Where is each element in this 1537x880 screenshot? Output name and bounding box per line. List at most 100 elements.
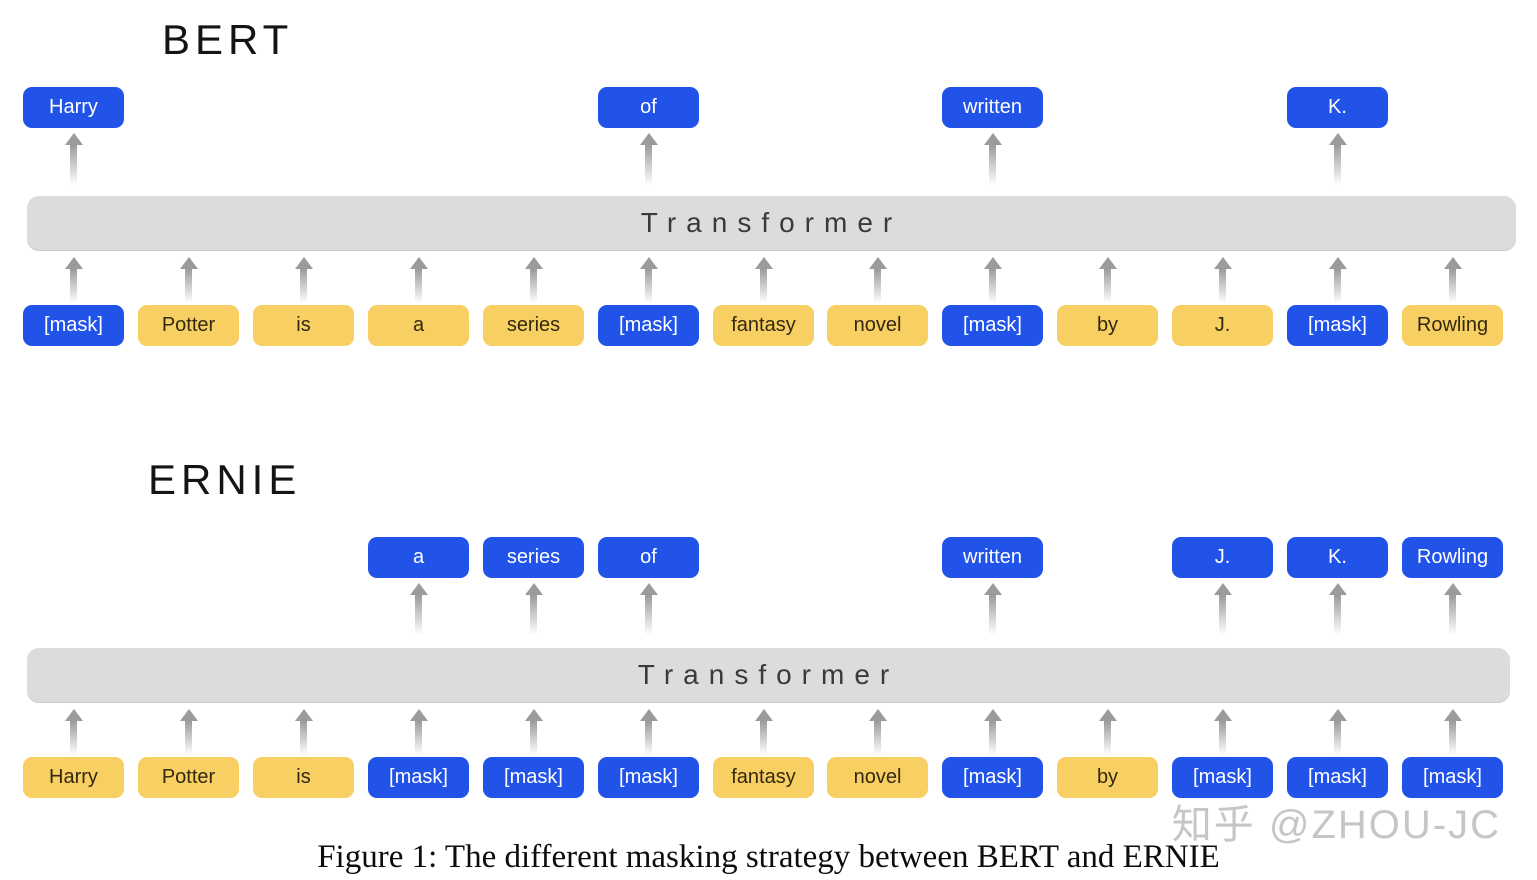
arrow-stem bbox=[70, 145, 77, 185]
arrow-up-icon bbox=[983, 133, 1002, 185]
token-word: J. bbox=[1172, 305, 1273, 346]
arrow-head bbox=[179, 257, 198, 269]
token-predicted: written bbox=[942, 537, 1043, 578]
arrow-up-icon bbox=[179, 257, 198, 303]
token-word: by bbox=[1057, 757, 1158, 798]
arrow-head bbox=[524, 583, 543, 595]
arrow-stem bbox=[530, 595, 537, 635]
arrow-head bbox=[983, 257, 1002, 269]
arrow-stem bbox=[300, 721, 307, 755]
arrow-up-icon bbox=[754, 709, 773, 755]
arrow-up-icon bbox=[409, 709, 428, 755]
arrow-head bbox=[64, 709, 83, 721]
token-word: fantasy bbox=[713, 757, 814, 798]
arrow-stem bbox=[874, 269, 881, 303]
figure-caption: Figure 1: The different masking strategy… bbox=[317, 839, 1220, 875]
arrow-up-icon bbox=[179, 709, 198, 755]
arrow-head bbox=[639, 709, 658, 721]
token-mask: [mask] bbox=[942, 305, 1043, 346]
arrow-head bbox=[524, 257, 543, 269]
arrow-stem bbox=[1104, 721, 1111, 755]
arrow-stem bbox=[1449, 269, 1456, 303]
arrow-up-icon bbox=[64, 133, 83, 185]
arrow-up-icon bbox=[294, 257, 313, 303]
arrow-up-icon bbox=[1098, 709, 1117, 755]
arrow-stem bbox=[1219, 721, 1226, 755]
arrow-head bbox=[64, 257, 83, 269]
arrow-up-icon bbox=[639, 583, 658, 635]
token-word: fantasy bbox=[713, 305, 814, 346]
arrow-head bbox=[409, 583, 428, 595]
arrow-up-icon bbox=[639, 709, 658, 755]
transformer-label: Transformer bbox=[637, 659, 900, 690]
arrow-stem bbox=[645, 269, 652, 303]
bert-title: BERT bbox=[162, 16, 294, 63]
arrow-stem bbox=[530, 269, 537, 303]
arrow-stem bbox=[530, 721, 537, 755]
arrow-head bbox=[1328, 257, 1347, 269]
arrow-head bbox=[1443, 257, 1462, 269]
arrow-stem bbox=[874, 721, 881, 755]
token-word: novel bbox=[827, 757, 928, 798]
arrow-stem bbox=[185, 721, 192, 755]
arrow-stem bbox=[760, 269, 767, 303]
arrow-up-icon bbox=[524, 583, 543, 635]
arrow-stem bbox=[645, 721, 652, 755]
arrow-stem bbox=[1334, 595, 1341, 635]
arrow-up-icon bbox=[1443, 583, 1462, 635]
token-predicted: series bbox=[483, 537, 584, 578]
arrow-head bbox=[983, 709, 1002, 721]
arrow-head bbox=[754, 709, 773, 721]
arrow-stem bbox=[415, 269, 422, 303]
arrow-head bbox=[409, 709, 428, 721]
arrow-up-icon bbox=[1328, 257, 1347, 303]
token-word: novel bbox=[827, 305, 928, 346]
arrow-head bbox=[868, 709, 887, 721]
arrow-up-icon bbox=[64, 709, 83, 755]
arrow-head bbox=[179, 709, 198, 721]
token-mask: [mask] bbox=[598, 757, 699, 798]
arrow-up-icon bbox=[409, 583, 428, 635]
arrow-up-icon bbox=[983, 257, 1002, 303]
arrow-head bbox=[639, 133, 658, 145]
arrow-stem bbox=[989, 145, 996, 185]
token-mask: [mask] bbox=[598, 305, 699, 346]
bert-transformer-bar: Transformer bbox=[27, 196, 1516, 250]
token-predicted: Harry bbox=[23, 87, 124, 128]
arrow-head bbox=[294, 709, 313, 721]
arrow-head bbox=[1213, 583, 1232, 595]
token-word: Potter bbox=[138, 305, 239, 346]
arrow-head bbox=[639, 583, 658, 595]
arrow-head bbox=[1098, 257, 1117, 269]
ernie-title: ERNIE bbox=[148, 456, 302, 503]
token-predicted: of bbox=[598, 537, 699, 578]
arrow-stem bbox=[1449, 595, 1456, 635]
arrow-stem bbox=[1449, 721, 1456, 755]
arrow-up-icon bbox=[524, 709, 543, 755]
token-predicted: J. bbox=[1172, 537, 1273, 578]
arrow-stem bbox=[1334, 721, 1341, 755]
arrow-up-icon bbox=[1443, 709, 1462, 755]
token-mask: [mask] bbox=[1287, 757, 1388, 798]
arrow-stem bbox=[1334, 269, 1341, 303]
token-word: series bbox=[483, 305, 584, 346]
token-word: Potter bbox=[138, 757, 239, 798]
token-word: by bbox=[1057, 305, 1158, 346]
arrow-stem bbox=[645, 595, 652, 635]
arrow-up-icon bbox=[64, 257, 83, 303]
arrow-up-icon bbox=[1443, 257, 1462, 303]
arrow-up-icon bbox=[1098, 257, 1117, 303]
arrow-head bbox=[639, 257, 658, 269]
arrow-stem bbox=[415, 595, 422, 635]
token-mask: [mask] bbox=[483, 757, 584, 798]
arrow-stem bbox=[760, 721, 767, 755]
arrow-stem bbox=[989, 721, 996, 755]
arrow-up-icon bbox=[754, 257, 773, 303]
arrow-up-icon bbox=[409, 257, 428, 303]
arrow-head bbox=[1098, 709, 1117, 721]
arrow-up-icon bbox=[524, 257, 543, 303]
arrow-head bbox=[294, 257, 313, 269]
